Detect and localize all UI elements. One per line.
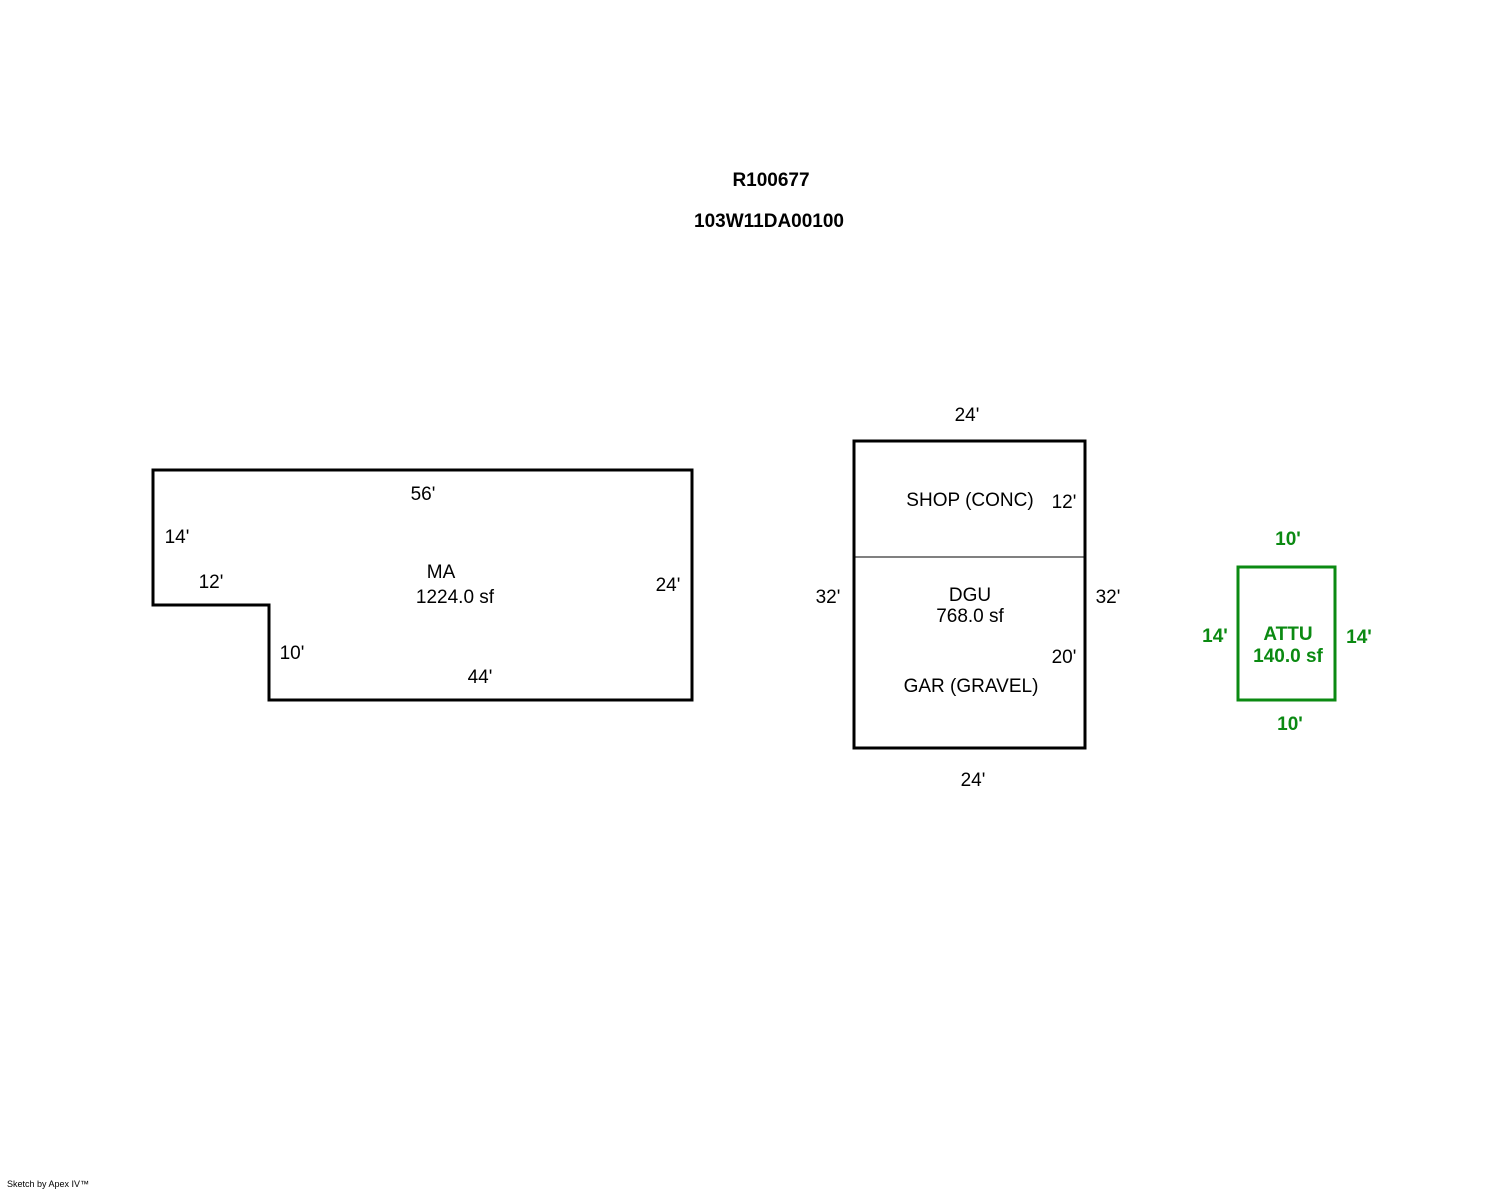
attached-sqft: 140.0 sf <box>1253 646 1323 667</box>
attached-outline <box>1236 565 1337 702</box>
main-area-sqft: 1224.0 sf <box>416 587 495 608</box>
garage-dim-left: 32' <box>816 587 841 608</box>
gar-dim: 20' <box>1052 647 1077 668</box>
account-id-title: R100677 <box>732 170 809 191</box>
garage-dim-bottom: 24' <box>961 770 986 791</box>
garage-dim-top: 24' <box>955 405 980 426</box>
attached-dim-top: 10' <box>1275 529 1301 550</box>
main-area-dim-bottom: 44' <box>468 667 493 688</box>
map-tax-lot-title: 103W11DA00100 <box>694 211 844 232</box>
main-area-code: MA <box>427 562 456 583</box>
garage-code: DGU <box>949 585 991 606</box>
garage-dim-right: 32' <box>1096 587 1121 608</box>
sketch-credit: Sketch by Apex IV™ <box>7 1179 89 1189</box>
attached-dim-left: 14' <box>1202 626 1228 647</box>
main-area-dim-right: 24' <box>656 575 681 596</box>
main-area-dim-notch-vertical: 10' <box>280 643 305 664</box>
main-area-outline <box>151 468 694 702</box>
attached-dim-bottom: 10' <box>1277 714 1303 735</box>
main-area-dim-left-upper: 14' <box>165 527 190 548</box>
garage-sqft: 768.0 sf <box>936 606 1004 627</box>
shop-label: SHOP (CONC) <box>906 490 1033 511</box>
attached-dim-right: 14' <box>1346 627 1372 648</box>
main-area-dim-notch-horizontal: 12' <box>199 572 224 593</box>
gar-label: GAR (GRAVEL) <box>904 676 1039 697</box>
shop-dim: 12' <box>1052 492 1077 513</box>
main-area-dim-top: 56' <box>411 484 436 505</box>
garage-outline <box>852 439 1087 750</box>
attached-code: ATTU <box>1263 624 1312 645</box>
